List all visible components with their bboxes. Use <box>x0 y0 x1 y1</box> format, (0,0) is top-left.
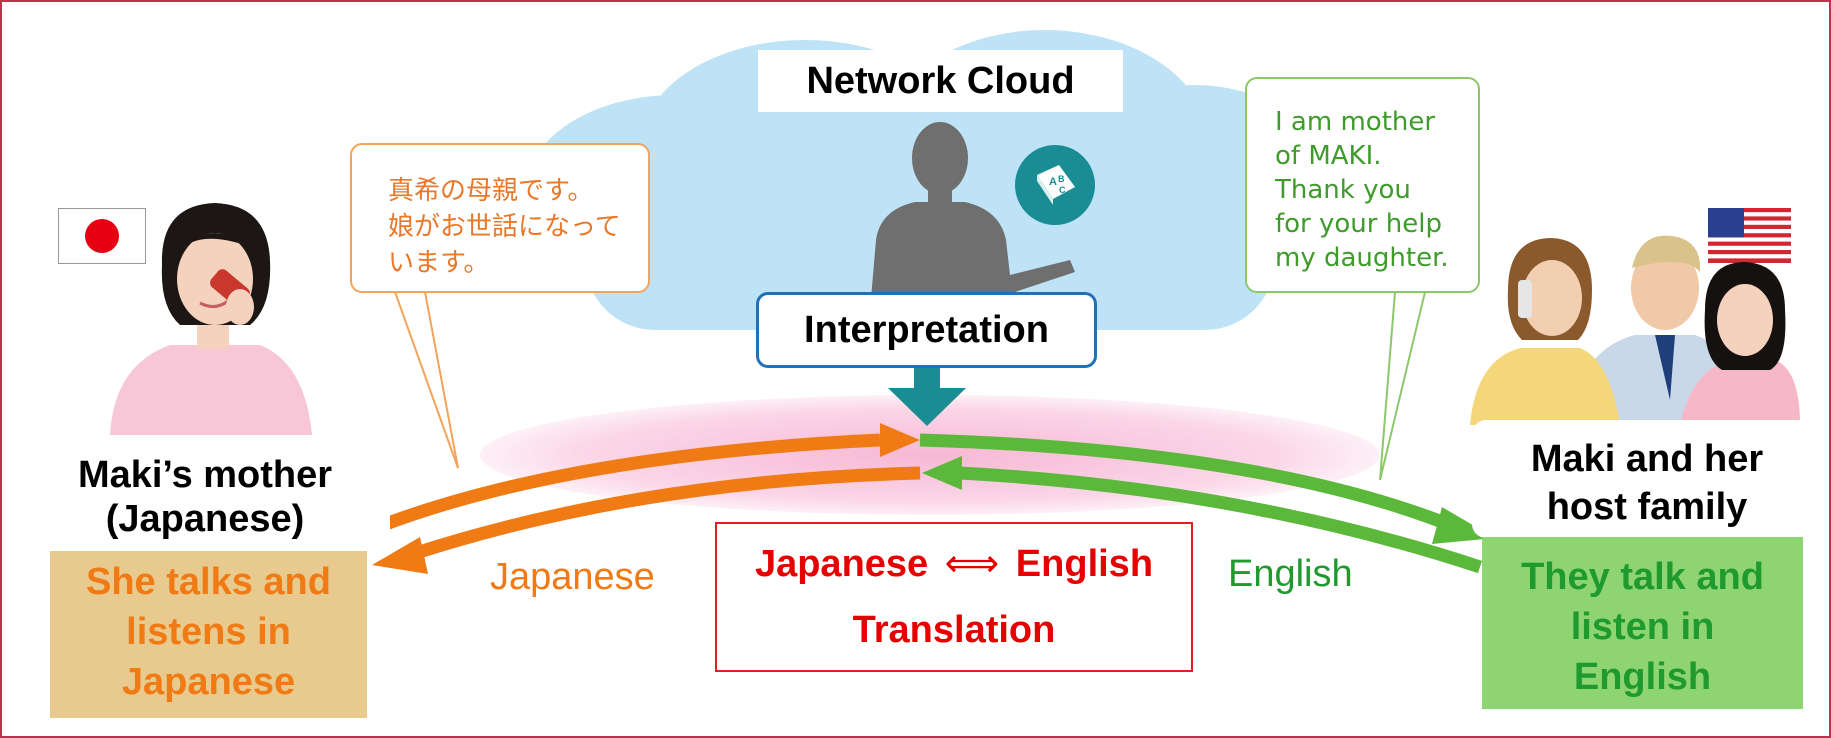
translation-source-language: Japanese <box>754 543 929 585</box>
translation-pair: Japanese ⟺ English <box>717 540 1191 587</box>
host-family-illustration <box>1470 235 1800 425</box>
us-flag-icon <box>1708 208 1791 263</box>
host-family-language-line: They talk and <box>1521 556 1764 598</box>
book-icon: A B C <box>1015 145 1095 225</box>
english-bubble-line: of MAKI. <box>1275 141 1382 171</box>
mother-language-line: She talks and <box>86 561 331 603</box>
network-cloud-title: Network Cloud <box>758 50 1123 112</box>
host-family-language-line: listen in <box>1570 606 1715 648</box>
maki-mother-label: Maki’s mother (Japanese) <box>20 453 390 541</box>
host-family-name-line2: host family <box>1546 486 1748 528</box>
translation-target-language: English <box>1015 543 1154 585</box>
down-arrow-icon <box>888 368 966 426</box>
translation-box: Japanese ⟺ English Translation <box>715 522 1193 672</box>
japanese-bubble-line: 真希の母親です。 <box>388 176 594 206</box>
english-bubble-line: for your help <box>1275 209 1442 239</box>
interpretation-box: Interpretation <box>756 292 1097 368</box>
host-family-label: Maki and her host family <box>1472 437 1822 529</box>
svg-text:B: B <box>1058 174 1065 184</box>
maki-mother-nationality: (Japanese) <box>105 498 305 540</box>
english-bubble-line: I am mother <box>1275 107 1436 137</box>
host-family-language-line: English <box>1573 656 1712 698</box>
left-label-bg <box>20 440 390 552</box>
japanese-speech-bubble: 真希の母親です。 娘がお世話になって います。 <box>350 143 650 293</box>
japanese-bubble-line: います。 <box>388 248 490 278</box>
host-family-name-line1: Maki and her <box>1530 438 1764 480</box>
english-speech-bubble: I am mother of MAKI. Thank you for your … <box>1245 77 1480 293</box>
mother-language-line: listens in <box>126 611 291 653</box>
japan-flag-icon <box>58 208 146 264</box>
host-family-language-box: They talk and listen in English <box>1482 537 1803 709</box>
mother-language-line: Japanese <box>121 661 296 703</box>
bidirectional-arrow-icon: ⟺ <box>944 541 1000 585</box>
translation-label: Translation <box>852 609 1056 651</box>
interpreter-silhouette-icon <box>870 122 1075 310</box>
japanese-bubble-line: 娘がお世話になって <box>388 212 621 242</box>
maki-mother-illustration <box>110 203 312 435</box>
maki-mother-name: Maki’s mother <box>77 454 333 496</box>
japanese-language-label: Japanese <box>490 556 655 598</box>
english-language-label: English <box>1228 553 1353 595</box>
english-bubble-line: Thank you <box>1275 175 1411 205</box>
mother-language-box: She talks and listens in Japanese <box>50 551 367 718</box>
right-label-bg <box>1472 420 1827 538</box>
svg-text:A: A <box>1049 176 1057 188</box>
english-bubble-line: my daughter. <box>1275 243 1449 273</box>
svg-text:C: C <box>1059 185 1066 195</box>
